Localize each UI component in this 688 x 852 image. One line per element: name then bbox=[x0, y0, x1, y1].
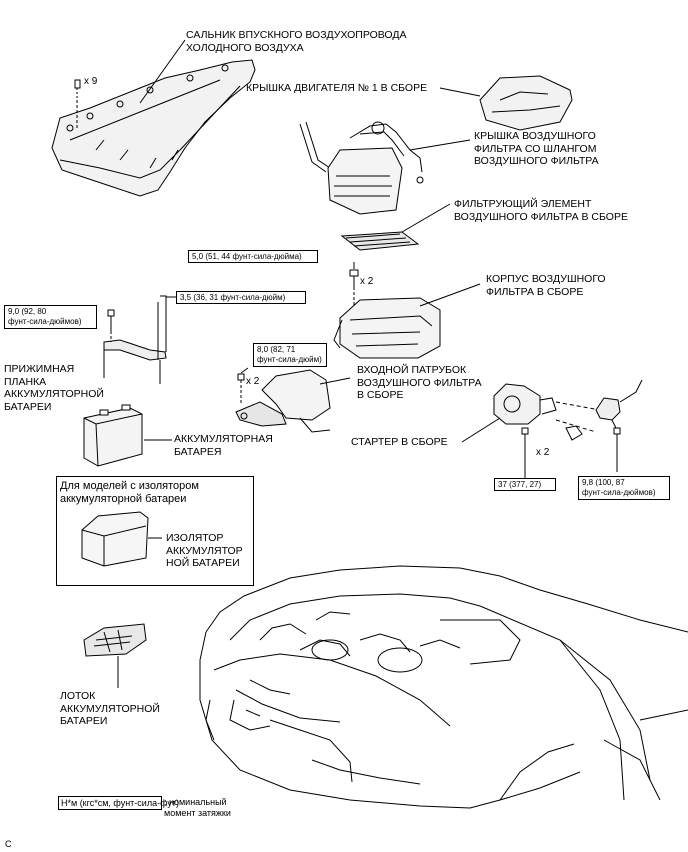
battery-tray-drawing bbox=[83, 623, 147, 657]
starter-drawing bbox=[493, 379, 643, 452]
cowl-seal-drawing bbox=[51, 59, 256, 197]
air-cleaner-cap-drawing bbox=[299, 121, 424, 215]
label-filter-element: ФИЛЬТРУЮЩИЙ ЭЛЕМЕНТ ВОЗДУШНОГО ФИЛЬТРА В… bbox=[454, 198, 628, 223]
legend-description: : номинальный момент затяжки bbox=[164, 797, 231, 818]
label-inlet: ВХОДНОЙ ПАТРУБОК ВОЗДУШНОГО ФИЛЬТРА В СБ… bbox=[357, 364, 482, 401]
torque-spec-8-0: 8,0 (82, 71 фунт-сила-дюйм) bbox=[253, 343, 327, 367]
label-cowl-seal: САЛЬНИК ВПУСКНОГО ВОЗДУХОПРОВОДА ХОЛОДНО… bbox=[186, 29, 407, 54]
label-insulator: ИЗОЛЯТОР АККУМУЛЯТОР НОЙ БАТАРЕИ bbox=[166, 532, 243, 569]
torque-spec-9-0: 9,0 (92, 80 фунт-сила-дюймов) bbox=[4, 305, 97, 329]
label-starter: СТАРТЕР В СБОРЕ bbox=[351, 436, 448, 448]
label-air-cleaner-case: КОРПУС ВОЗДУШНОГО ФИЛЬТРА В СБОРЕ bbox=[486, 273, 606, 298]
footer-code: C bbox=[5, 839, 12, 849]
battery-drawing bbox=[83, 404, 143, 467]
inlet-drawing bbox=[235, 369, 331, 433]
torque-spec-37: 37 (377, 27) bbox=[494, 478, 556, 491]
air-cleaner-case-drawing bbox=[333, 297, 441, 359]
insulator-variant-box bbox=[56, 476, 254, 586]
hold-down-clamp-drawing bbox=[103, 295, 167, 384]
label-engine-cover: КРЫШКА ДВИГАТЕЛЯ № 1 В СБОРЕ bbox=[246, 82, 428, 94]
torque-spec-3-5: 3,5 (36, 31 фунт-сила-дюйм) bbox=[176, 291, 306, 304]
qty-inlet-bolts: x 2 bbox=[246, 376, 260, 387]
insulator-variant-header: Для моделей с изолятором аккумуляторной … bbox=[60, 480, 199, 505]
qty-starter-bolts: x 2 bbox=[536, 447, 550, 458]
qty-seal-clips: x 9 bbox=[84, 76, 98, 87]
label-air-cleaner-cap: КРЫШКА ВОЗДУШНОГО ФИЛЬТРА СО ШЛАНГОМ ВОЗ… bbox=[474, 130, 599, 167]
label-battery: АККУМУЛЯТОРНАЯ БАТАРЕЯ bbox=[174, 433, 273, 458]
torque-spec-9-8: 9,8 (100, 87 фунт-сила-дюймов) bbox=[578, 476, 670, 500]
engine-cover-drawing bbox=[479, 75, 573, 131]
torque-spec-5-0: 5,0 (51, 44 фунт-сила-дюйма) bbox=[188, 250, 318, 263]
filter-element-drawing bbox=[340, 231, 420, 251]
label-hold-down-clamp: ПРИЖИМНАЯ ПЛАНКА АККУМУЛЯТОРНОЙ БАТАРЕИ bbox=[4, 363, 104, 413]
legend-torque-unit: Н*м (кгс*см, фунт-сила-фут) bbox=[58, 796, 179, 810]
insulator-drawing bbox=[81, 511, 149, 567]
label-battery-tray: ЛОТОК АККУМУЛЯТОРНОЙ БАТАРЕИ bbox=[60, 690, 160, 727]
car-drawing bbox=[199, 565, 688, 809]
qty-case-bolts: x 2 bbox=[360, 276, 374, 287]
